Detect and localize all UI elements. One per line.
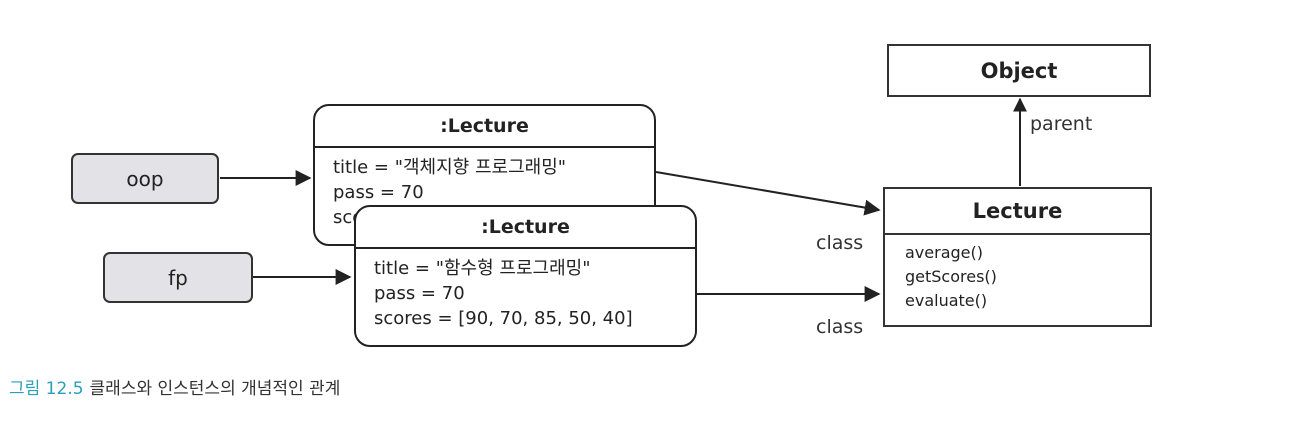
object-class-label: Object — [980, 58, 1058, 83]
instance-oop-field-pass: pass = 70 — [333, 182, 424, 203]
instance-fp-header: :Lecture — [356, 207, 695, 249]
variable-oop: oop — [71, 153, 219, 204]
class-edge-label-1: class — [816, 232, 864, 254]
instance-fp-field-title: title = "함수형 프로그래밍" — [374, 258, 591, 279]
variable-fp-label: fp — [168, 265, 188, 290]
object-class-box: Object — [887, 44, 1151, 97]
method-evaluate: evaluate() — [905, 291, 988, 310]
instance1-class-arrow — [655, 171, 881, 216]
variable-oop-label: oop — [126, 166, 164, 191]
method-average: average() — [905, 243, 983, 262]
class-edge-label-2: class — [816, 316, 864, 338]
variable-fp: fp — [103, 252, 253, 303]
figure-caption-text: 클래스와 인스턴스의 개념적인 관계 — [89, 379, 341, 399]
parent-edge-label: parent — [1030, 113, 1093, 135]
instance-lecture-oop: :Lecture title = "객체지향 프로그래밍" pass = 70 … — [313, 104, 656, 246]
lecture-class-box: Lecture average() getScores() evaluate() — [883, 187, 1152, 327]
instance-fp-field-scores: scores = [90, 70, 85, 50, 40] — [374, 308, 633, 329]
instance-fp-field-pass: pass = 70 — [374, 283, 465, 304]
instance-oop-field-title: title = "객체지향 프로그래밍" — [333, 157, 567, 178]
figure-number: 그림 12.5 — [9, 379, 84, 399]
lecture-class-name: Lecture — [885, 189, 1150, 235]
instance-lecture-fp: :Lecture title = "함수형 프로그래밍" pass = 70 s… — [354, 205, 697, 347]
instance-oop-header: :Lecture — [315, 106, 654, 148]
method-getscores: getScores() — [905, 267, 997, 286]
